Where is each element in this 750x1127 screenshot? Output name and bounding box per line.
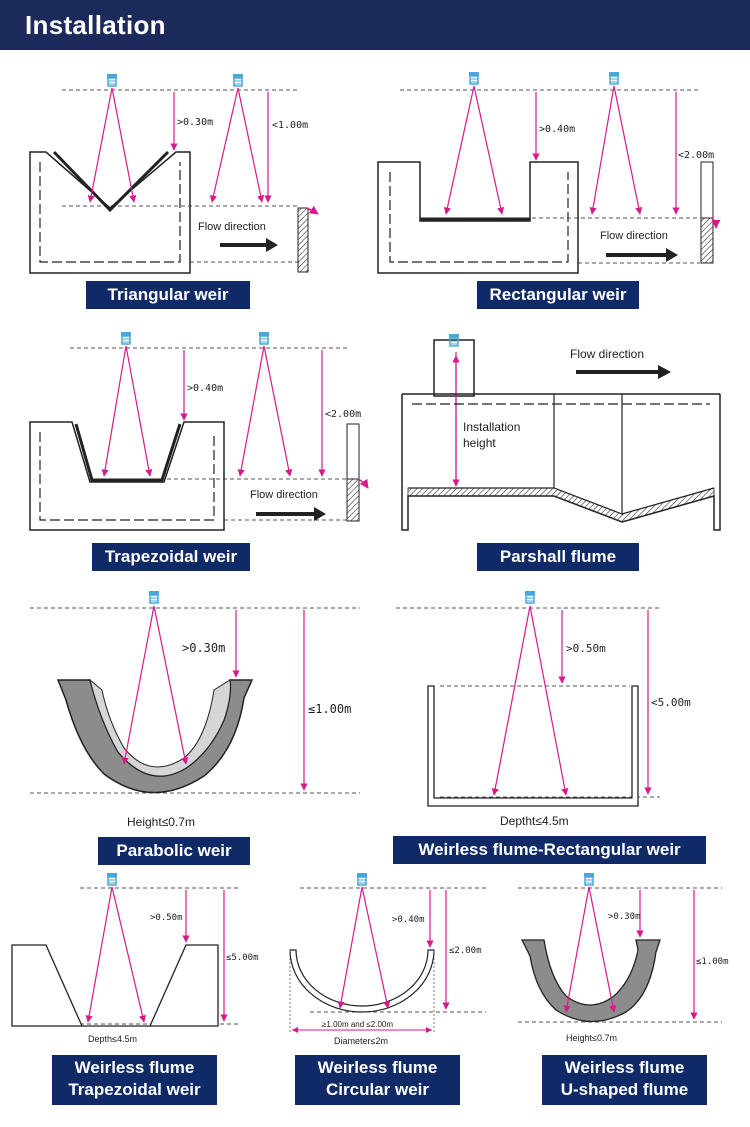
parshall-install-line1: Installation [463,420,520,434]
weirless-rect-dist-max: <5.00m [651,696,691,709]
weirless-u-diagram: >0.30m ≤1.00m Height≤0.7m [518,872,729,1043]
rectangular-flow-label: Flow direction [600,230,668,242]
parabolic-weir-diagram: >0.30m ≤1.00m Height≤0.7m [30,590,360,829]
weirless-circ-label-line2: Circular weir [326,1080,429,1099]
weirless-rect-dist-min: >0.50m [566,642,606,655]
weirless-trap-caption: Depth≤4.5m [88,1034,137,1044]
parabolic-dist-min: >0.30m [182,641,225,655]
weirless-u-dist-min: >0.30m [608,912,641,922]
weirless-circ-diameter-range: ≥1.00m and ≤2.00m [322,1020,393,1029]
weirless-trap-dist-max: ≤5.00m [226,953,259,963]
trapezoidal-dist-max: <2.00m [325,409,361,420]
rectangular-dist-min: >0.40m [539,124,575,135]
weirless-rect-diagram: >0.50m <5.00m Deptht≤4.5m [396,590,691,828]
weirless-circ-caption: Diameter≤2m [334,1036,388,1046]
header-bar: Installation [0,0,750,50]
weirless-circ-dist-max: ≤2.00m [449,946,482,956]
rectangular-weir-label: Rectangular weir [477,281,639,309]
weirless-u-label-line1: Weirless flume [564,1058,685,1077]
weirless-u-caption: Height≤0.7m [566,1033,617,1043]
weirless-trap-label-line1: Weirless flume [74,1058,195,1077]
weirless-u-label-line2: U-shaped flume [560,1080,689,1099]
parabolic-weir-label: Parabolic weir [98,837,250,865]
parabolic-caption: Height≤0.7m [127,815,195,829]
trapezoidal-weir-label: Trapezoidal weir [92,543,250,571]
parshall-flow-label: Flow direction [570,347,644,361]
weirless-rect-caption: Deptht≤4.5m [500,814,569,828]
parshall-flume-label: Parshall flume [477,543,639,571]
weirless-circ-diagram: >0.40m ≤2.00m ≥1.00m and ≤2.00m Diameter… [289,872,486,1046]
trapezoidal-weir-diagram: >0.40m <2.00m Flow direction [29,331,369,531]
weirless-circ-dist-min: >0.40m [392,915,425,925]
weirless-u-dist-max: ≤1.00m [696,957,729,967]
rectangular-weir-diagram: >0.40m <2.00m Flow direction [377,71,721,274]
parabolic-dist-max: ≤1.00m [308,702,351,716]
page-title: Installation [25,10,166,40]
triangular-weir-diagram: >0.30m <1.00m Flow direction [29,73,319,274]
weirless-trap-label: Weirless flume Trapezoidal weir [52,1055,217,1105]
weirless-trap-diagram: >0.50m ≤5.00m Depth≤4.5m [11,872,259,1044]
triangular-weir-label: Triangular weir [86,281,250,309]
parshall-flume-diagram: Installation height Flow direction [401,333,721,531]
weirless-trap-dist-min: >0.50m [150,913,183,923]
rectangular-dist-max: <2.00m [678,150,714,161]
triangular-dist-min: >0.30m [177,117,213,128]
weirless-rect-label: Weirless flume-Rectangular weir [393,836,706,864]
weirless-trap-label-line2: Trapezoidal weir [68,1080,201,1099]
parshall-install-line2: height [463,436,496,450]
weirless-circ-label-line1: Weirless flume [317,1058,438,1077]
trapezoidal-flow-label: Flow direction [250,489,318,501]
trapezoidal-dist-min: >0.40m [187,383,223,394]
triangular-flow-label: Flow direction [198,221,266,233]
triangular-dist-max: <1.00m [272,120,308,131]
weirless-u-label: Weirless flume U-shaped flume [542,1055,707,1105]
weirless-circ-label: Weirless flume Circular weir [295,1055,460,1105]
